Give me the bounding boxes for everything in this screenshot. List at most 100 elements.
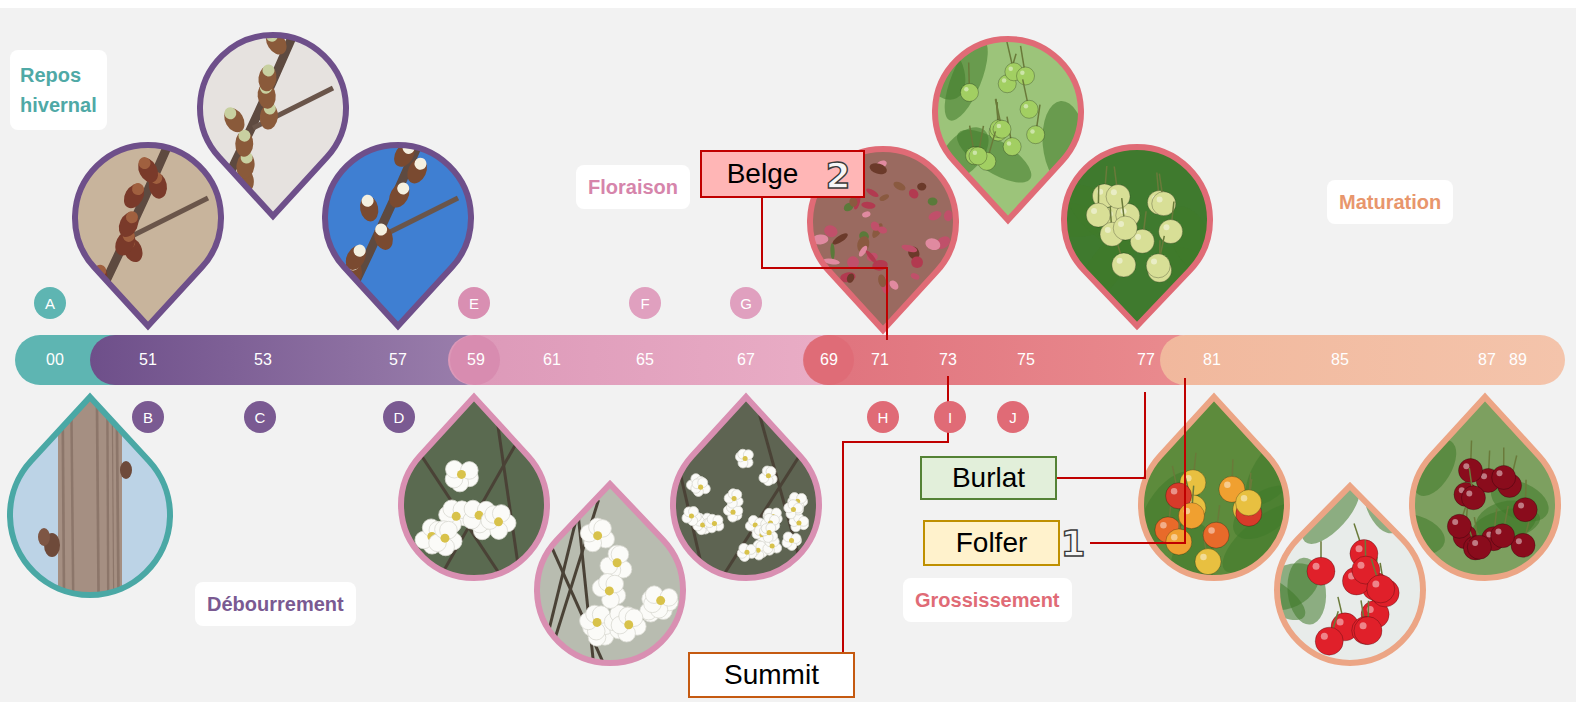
illustration-part [343, 289, 356, 302]
illustration-part [1467, 535, 1491, 559]
illustration-part [220, 103, 249, 135]
illustration-part [624, 620, 633, 629]
illustration-part [457, 470, 466, 479]
stage-letter-text: E [469, 295, 479, 312]
illustration-part [1178, 503, 1204, 529]
illustration-part [58, 315, 122, 702]
stage-heading-text: Maturation [1339, 191, 1441, 213]
illustration-part [1106, 184, 1130, 208]
illustration-part [593, 531, 602, 540]
illustration-part [116, 315, 120, 702]
illustration-part [1203, 522, 1229, 548]
illustration-part [1368, 507, 1449, 563]
illustration-part [847, 256, 860, 269]
illustration-part [1495, 529, 1501, 535]
illustration-part [611, 607, 646, 642]
illustration-part [927, 209, 943, 222]
leader-lines [762, 198, 1185, 652]
stage-heading-text: Floraison [588, 176, 678, 198]
illustration-part [115, 208, 143, 240]
illustration-part [1461, 486, 1485, 510]
timeline-segment [1160, 335, 1565, 385]
illustration-part [711, 415, 826, 595]
illustration-part [1452, 519, 1458, 525]
stage-letter: C [244, 401, 276, 433]
stage-heading: Maturation [1327, 180, 1453, 224]
stage-code-text: 71 [871, 351, 889, 368]
illustration-part [910, 272, 921, 281]
illustration-part [909, 255, 924, 270]
stage-code-text: 73 [939, 351, 957, 368]
illustration-part [689, 514, 694, 519]
stage-letter: B [132, 401, 164, 433]
illustration-part [257, 64, 278, 92]
illustration-part [374, 222, 389, 237]
stage-heading-text: Repos hivernal [20, 64, 97, 116]
illustration-part [164, 115, 180, 131]
illustration-part [1017, 67, 1035, 85]
illustration-part [1024, 104, 1029, 109]
photo-frame [325, 145, 471, 326]
photo-frame [1277, 486, 1423, 663]
illustration-part [969, 147, 987, 165]
illustration-part [943, 210, 953, 222]
illustration-part [339, 290, 359, 317]
stage-heading-text: Débourrement [207, 593, 344, 615]
illustration-part [134, 154, 162, 186]
illustration-part [759, 523, 777, 542]
stage-code: 53 [254, 351, 272, 369]
illustration-part [924, 236, 942, 252]
stage-code-text: 51 [139, 351, 157, 368]
illustration-part [1113, 216, 1137, 240]
illustration-part [605, 586, 614, 595]
illustration-part [155, 114, 183, 145]
stage-code-text: 85 [1331, 351, 1349, 368]
variety-callout-text: Folfer [956, 527, 1028, 559]
illustration-part [235, 130, 254, 156]
stage-photo [958, 41, 1316, 399]
illustration-part [438, 112, 453, 127]
illustration-part [385, 179, 414, 211]
illustration-part [452, 512, 461, 521]
illustration-part [1371, 559, 1380, 589]
illustration-part [997, 124, 1002, 129]
stage-code: 75 [1017, 351, 1035, 369]
illustration-part [1027, 126, 1045, 144]
timeline-marker [804, 335, 854, 385]
illustration-part [1007, 141, 1012, 146]
illustration-part [115, 209, 142, 240]
illustration-part [1497, 470, 1503, 476]
illustration-part [494, 517, 503, 526]
letter-circle-fill [730, 287, 762, 319]
stage-code-text: 65 [636, 351, 654, 368]
stage-code: 57 [389, 351, 407, 369]
illustration-part [120, 180, 149, 211]
timeline-segment [803, 335, 1203, 385]
illustration-part [705, 514, 724, 532]
illustration-part [155, 113, 183, 145]
photo-frame [537, 484, 683, 663]
stage-photo [565, 324, 927, 686]
stage-code-text: 87 [1478, 351, 1496, 368]
stage-code-text: 75 [1017, 351, 1035, 368]
stage-letter-text: F [640, 295, 649, 312]
stage-code: 00 [46, 351, 64, 369]
illustration-part [1241, 495, 1248, 502]
illustration-part [0, 317, 288, 702]
illustration-part [358, 194, 381, 223]
illustration-part [901, 243, 918, 254]
illustration-part [38, 528, 50, 546]
illustration-part [1491, 524, 1515, 548]
illustration-part [735, 449, 753, 468]
stage-code-text: 77 [1137, 351, 1155, 368]
illustration-part [311, 307, 335, 338]
illustration-part [759, 466, 777, 486]
illustration-part [580, 518, 614, 552]
illustration-part [1472, 540, 1478, 546]
letter-circle-fill [383, 401, 415, 433]
illustration-part [385, 180, 413, 211]
illustration-part [297, 4, 311, 18]
illustration-part [235, 129, 254, 156]
stage-code: 59 [467, 351, 485, 369]
